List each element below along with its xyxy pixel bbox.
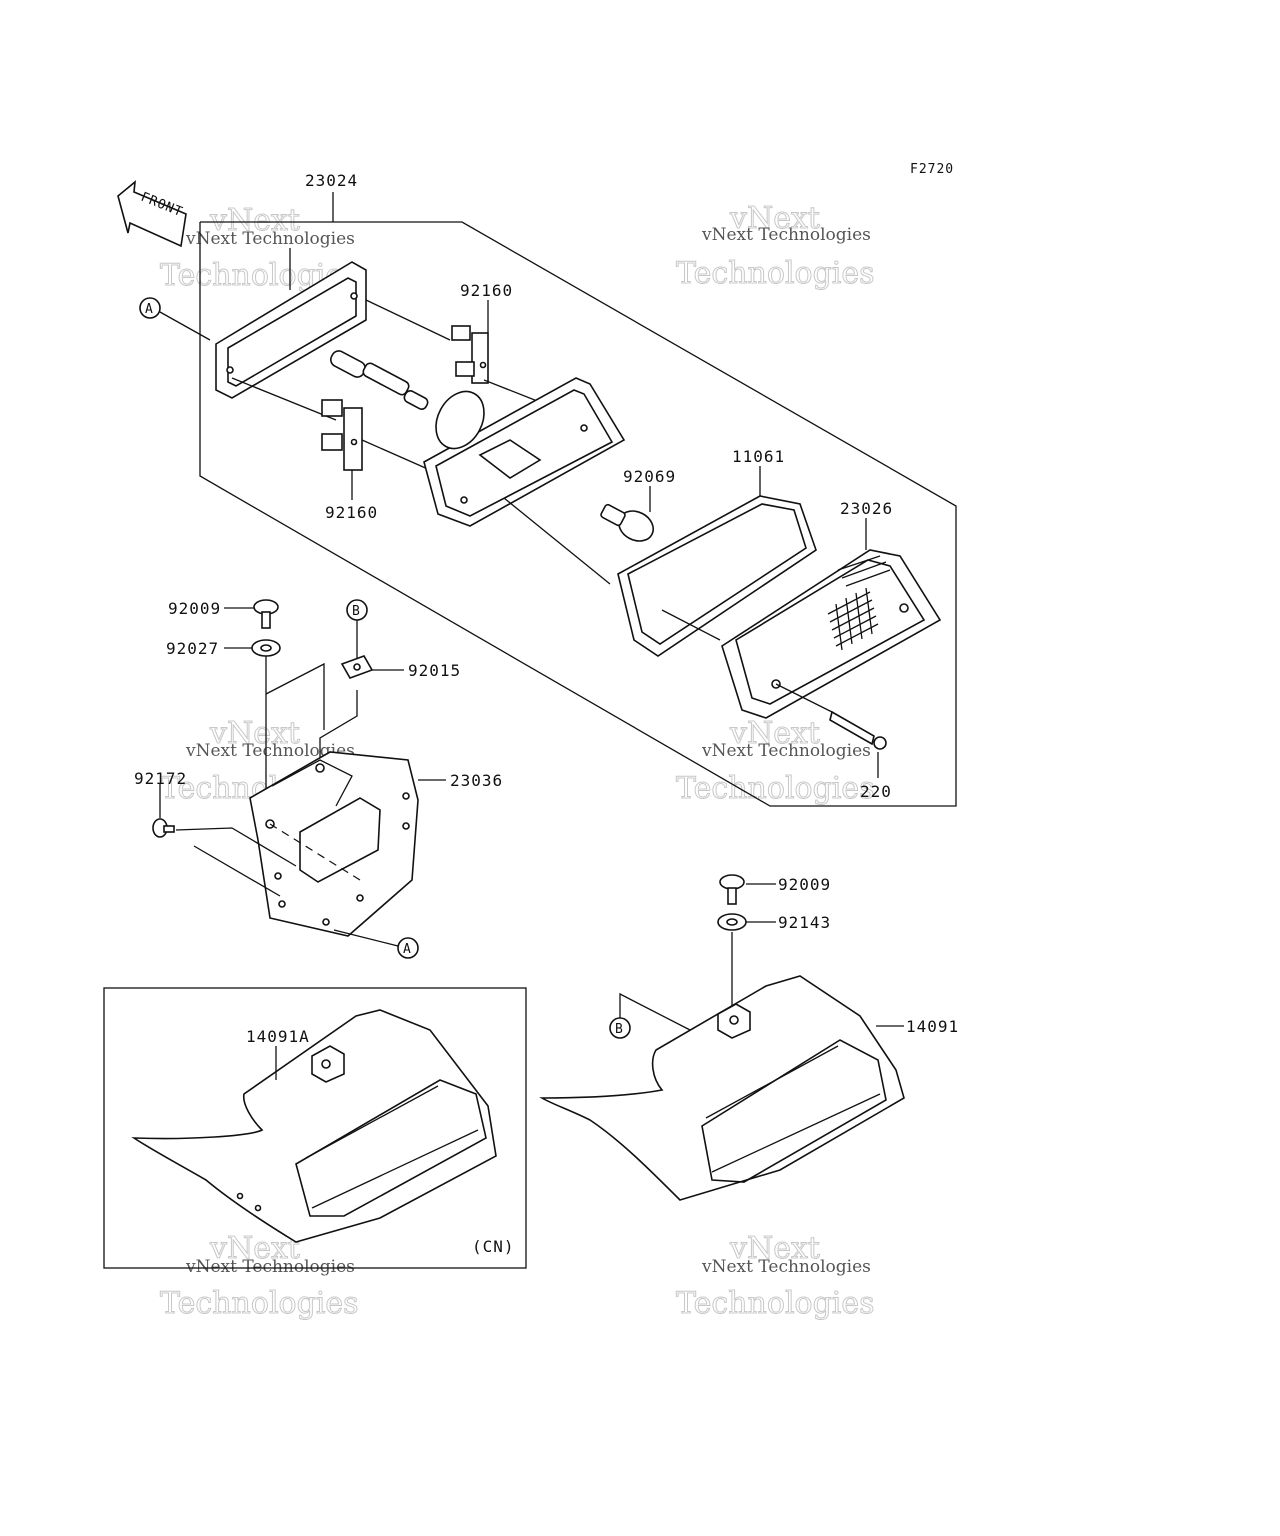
- svg-text:vNext Technologies: vNext Technologies: [701, 225, 871, 245]
- svg-text:vNext Technologies: vNext Technologies: [185, 229, 355, 249]
- svg-text:vNext: vNext: [209, 716, 300, 751]
- lens-23026: [721, 518, 942, 719]
- svg-text:Technologies: Technologies: [676, 1286, 875, 1321]
- svg-text:vNext Technologies: vNext Technologies: [185, 1257, 355, 1277]
- cn-inset-box: [103, 987, 527, 1269]
- screw-92009-right: [719, 874, 776, 905]
- watermark-bottom-right: vNext vNext Technologies Technologies: [676, 1231, 876, 1322]
- screw-92172: [152, 784, 399, 947]
- label-92160-lower: 92160: [325, 503, 378, 522]
- socket-92160-lower: [321, 399, 431, 500]
- label-220: 220: [860, 782, 892, 801]
- label-23036: 23036: [450, 771, 503, 790]
- figure-code: F2720: [910, 162, 954, 177]
- label-92009-right: 92009: [778, 875, 831, 894]
- label-14091: 14091: [906, 1017, 959, 1036]
- svg-text:vNext: vNext: [209, 1231, 300, 1266]
- watermark-mid-right: vNext vNext Technologies Technologies: [676, 716, 876, 807]
- bulb-wedge: [330, 350, 429, 410]
- gasket-11061: [617, 466, 817, 657]
- svg-text:B: B: [615, 1022, 624, 1037]
- screw-92009-left: [224, 599, 279, 629]
- label-92015: 92015: [408, 661, 461, 680]
- bracket-23036: [249, 751, 446, 937]
- svg-text:A: A: [145, 302, 154, 317]
- watermark-top-right: vNext vNext Technologies Technologies: [676, 201, 876, 292]
- lamp-reflector: [423, 377, 626, 527]
- housing-plate: [215, 248, 367, 399]
- screw-220: [775, 683, 887, 778]
- label-14091a: 14091A: [246, 1027, 310, 1046]
- cover-14091a: [131, 1009, 497, 1243]
- svg-text:Technologies: Technologies: [676, 771, 875, 806]
- label-92172: 92172: [134, 769, 187, 788]
- label-23024: 23024: [305, 171, 358, 190]
- label-23026: 23026: [840, 499, 893, 518]
- svg-text:vNext: vNext: [729, 201, 820, 236]
- leader-lines-plate: [231, 299, 451, 421]
- svg-text:Technologies: Technologies: [160, 1286, 359, 1321]
- nut-92015: [340, 655, 404, 679]
- svg-text:vNext: vNext: [729, 1231, 820, 1266]
- label-92143: 92143: [778, 913, 831, 932]
- leader-lines-assembly: [503, 497, 721, 641]
- watermark-top-left: vNext vNext Technologies Technologies: [160, 203, 360, 294]
- label-cn: (CN): [472, 1237, 515, 1256]
- cover-14091: [539, 975, 905, 1201]
- front-arrow-icon: FRONT: [117, 180, 187, 248]
- callout-b-left: B: [346, 599, 368, 660]
- svg-text:B: B: [352, 604, 361, 619]
- callout-b-right: B: [609, 992, 733, 1055]
- svg-text:vNext: vNext: [209, 203, 300, 238]
- callout-a-bottom: A: [397, 937, 419, 959]
- label-92069: 92069: [623, 467, 676, 486]
- label-92027: 92027: [166, 639, 219, 658]
- callout-a-top: A: [139, 297, 211, 341]
- lens-grid: [827, 587, 879, 651]
- washer-92027: [224, 639, 281, 657]
- svg-text:Technologies: Technologies: [676, 256, 875, 291]
- assembly-23024-outline: [199, 221, 957, 807]
- svg-text:vNext Technologies: vNext Technologies: [701, 1257, 871, 1277]
- socket-92160-upper: [451, 300, 561, 411]
- bulb-92069: [600, 486, 654, 542]
- svg-text:A: A: [403, 942, 412, 957]
- svg-text:vNext Technologies: vNext Technologies: [185, 741, 355, 761]
- svg-text:vNext Technologies: vNext Technologies: [701, 741, 871, 761]
- label-92009-left: 92009: [168, 599, 221, 618]
- watermark-bottom-left: vNext vNext Technologies Technologies: [160, 1231, 360, 1322]
- svg-text:vNext: vNext: [729, 716, 820, 751]
- washer-92143: [717, 913, 776, 1020]
- label-11061: 11061: [732, 447, 785, 466]
- label-92160-upper: 92160: [460, 281, 513, 300]
